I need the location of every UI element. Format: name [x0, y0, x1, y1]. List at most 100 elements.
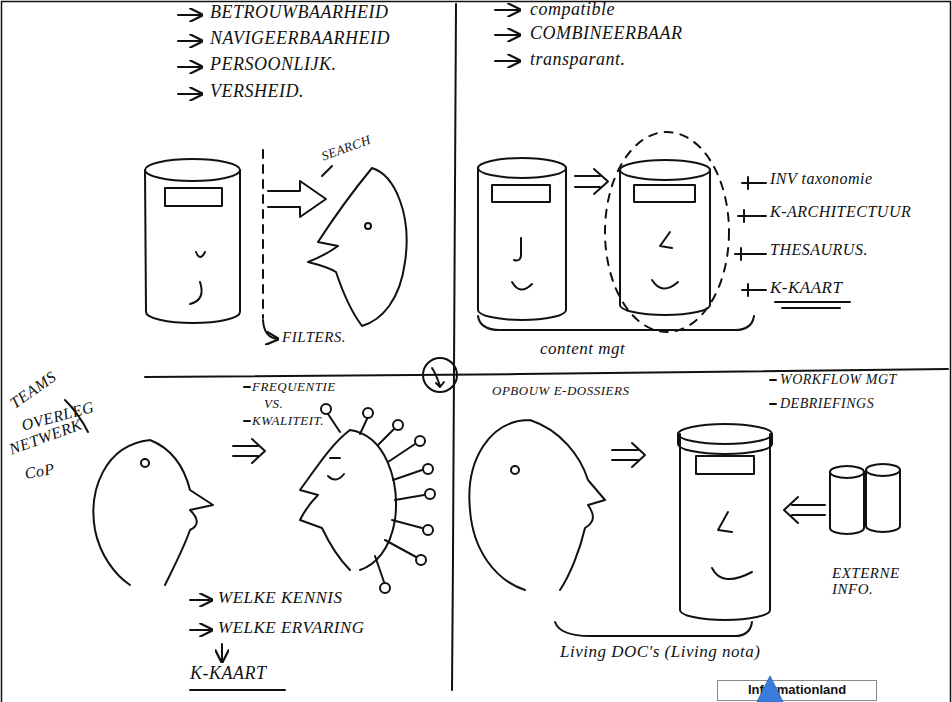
handwritten-label: WELKE KENNIS	[218, 589, 343, 607]
double-arrow	[612, 443, 645, 467]
tick-line	[738, 210, 766, 222]
database-cylinder	[680, 434, 770, 620]
face-profile	[308, 168, 407, 326]
handwritten-label: K-ARCHITECTUUR	[770, 204, 911, 221]
handwritten-label: DEBRIEFINGS	[780, 397, 874, 412]
handwritten-label: K-KAART	[190, 664, 267, 683]
double-arrow	[233, 439, 265, 463]
down-arrow	[221, 644, 223, 662]
cylinder-label	[165, 188, 222, 206]
box-label: Informationland	[748, 683, 846, 697]
pointer-triangle	[757, 676, 783, 702]
handwritten-label: CoP	[24, 461, 56, 483]
center-circle	[423, 358, 457, 392]
handwritten-label: BETROUWBAARHEID	[210, 3, 388, 22]
handwritten-label: SEARCH	[320, 133, 373, 163]
bullet-arrow	[178, 40, 202, 42]
bullet-arrow	[190, 599, 212, 601]
bullet-arrow	[495, 9, 520, 11]
quadrant-divider	[452, 4, 456, 690]
face-mark	[660, 232, 672, 248]
handwritten-label: TEAMS	[7, 369, 59, 413]
cylinder-label	[634, 185, 695, 202]
double-arrow	[784, 497, 825, 523]
cylinder-label	[492, 185, 550, 202]
handwritten-label: FREQUENTIE	[252, 380, 336, 394]
cylinder-lid	[678, 434, 772, 454]
handwritten-label: WELKE ERVARING	[218, 619, 365, 637]
handwritten-label: EXTERNE INFO.	[832, 566, 917, 598]
antenna-node	[416, 555, 426, 565]
antenna-node	[393, 420, 403, 430]
bracket	[555, 622, 752, 636]
cylinder-top	[478, 158, 566, 178]
bullet-arrow	[495, 60, 520, 62]
antenna-node	[363, 408, 373, 418]
antenna-line	[328, 414, 424, 582]
double-arrow	[575, 169, 608, 194]
underline	[775, 302, 850, 308]
handwritten-label: PERSOONLIJK.	[210, 55, 337, 74]
face-mark	[512, 282, 532, 290]
face-mark	[514, 238, 521, 261]
face-eye	[141, 459, 149, 467]
handwritten-label: NAVIGEERBAARHEID	[210, 29, 390, 48]
tick-line	[742, 284, 766, 296]
face-eye	[365, 223, 371, 229]
face-eye	[330, 457, 340, 459]
database-cylinder	[620, 170, 710, 315]
filter-line	[262, 150, 264, 318]
face-mark	[196, 252, 205, 257]
handwritten-label: THESAURUS.	[770, 242, 868, 259]
antenna-node	[423, 525, 433, 535]
center-arrow	[432, 368, 444, 387]
face-profile	[469, 420, 605, 590]
leader-line	[322, 166, 332, 176]
face-eye	[511, 466, 519, 474]
antenna-node	[425, 489, 435, 499]
bullet-arrow	[178, 66, 202, 68]
bullet-arrow	[178, 14, 202, 16]
antenna-node	[415, 436, 425, 446]
antenna-node	[380, 583, 390, 593]
face-mark	[652, 280, 678, 289]
antenna-node	[423, 464, 433, 474]
face-mark	[712, 568, 752, 579]
cylinder-top	[145, 159, 240, 181]
cylinder-top	[866, 464, 900, 476]
antenna-node	[321, 404, 331, 414]
search-arrow	[268, 181, 326, 217]
cylinder-top	[620, 160, 710, 180]
handwritten-label: compatible	[530, 0, 615, 19]
handwritten-label: VS.	[264, 397, 283, 411]
cylinder-lid	[678, 424, 772, 444]
handwritten-label: WORKFLOW MGT	[780, 373, 897, 388]
database-cylinder	[478, 168, 566, 320]
handwritten-label: FILTERS.	[282, 330, 346, 346]
bullet-arrow	[190, 629, 212, 631]
handwritten-label: OPBOUW E-DOSSIERS	[492, 384, 629, 398]
face-profile	[300, 430, 396, 570]
underline	[190, 689, 285, 691]
handwritten-label: INV taxonomie	[770, 171, 873, 188]
handwritten-label: VERSHEID.	[210, 82, 304, 101]
dashed-boundary	[605, 132, 729, 332]
list-dash	[770, 380, 776, 404]
list-dash	[244, 387, 250, 421]
source-cylinder	[866, 470, 900, 532]
handwritten-label: Living DOC's (Living nota)	[560, 643, 760, 661]
face-mark	[718, 512, 732, 532]
face-mark	[328, 474, 344, 480]
database-cylinder	[145, 170, 240, 323]
bracket	[478, 316, 754, 330]
tick-line	[742, 177, 766, 189]
filter-hook	[263, 320, 278, 339]
face-profile	[93, 440, 213, 585]
tick-line	[735, 248, 766, 260]
handwritten-label: K-KAART	[770, 279, 842, 297]
